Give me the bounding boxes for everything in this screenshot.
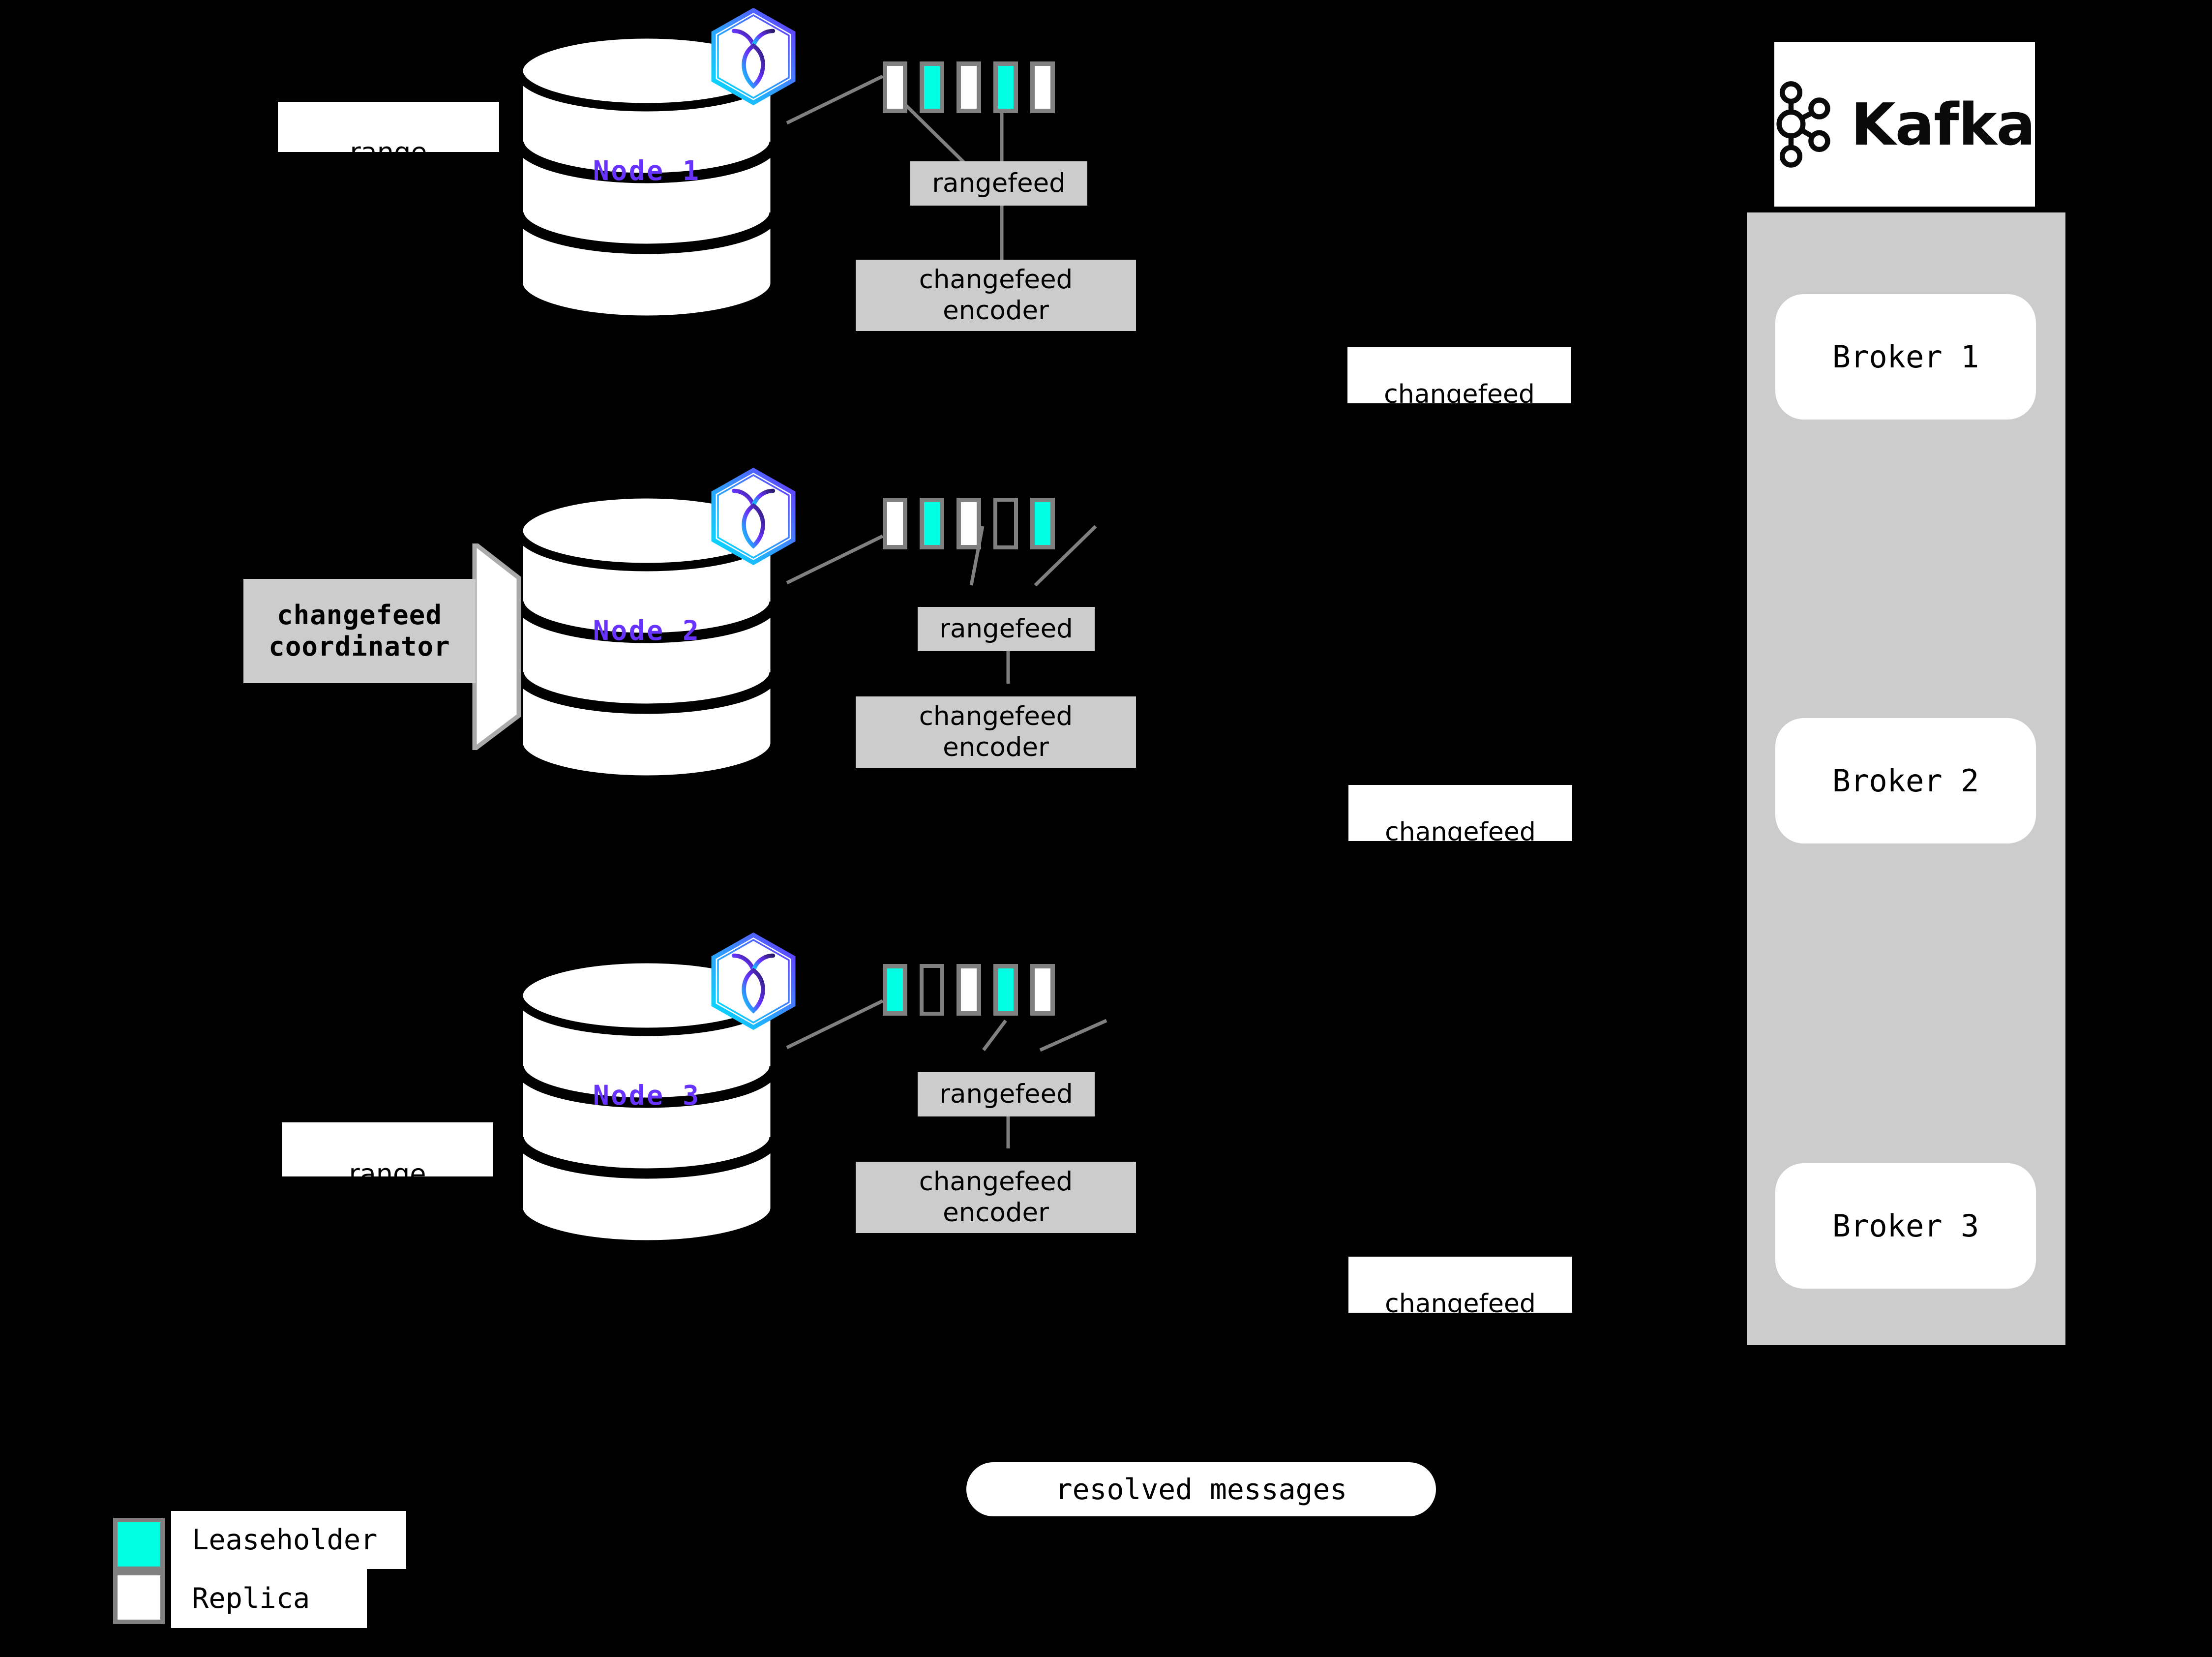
range-replica[interactable]	[883, 498, 907, 549]
node-1-changefeed-encoder-box[interactable]: changefeed encoder	[856, 260, 1136, 331]
node-1-cylinder: Node 1	[514, 30, 779, 325]
node-3-label: Node 3	[593, 1080, 701, 1111]
node-3-changefeed-encoder-box[interactable]: changefeed encoder	[856, 1162, 1136, 1233]
node-3-ranges	[883, 964, 1067, 1016]
node-1-range-checkpoints-label: range checkpoints	[278, 102, 499, 200]
legend-label-replica: Replica	[171, 1569, 367, 1628]
range-leaseholder[interactable]	[993, 61, 1018, 113]
node-1-rangefeed-box[interactable]: rangefeed	[910, 161, 1087, 206]
range-replica[interactable]	[883, 61, 907, 113]
cockroachdb-hexagon-icon	[708, 7, 799, 108]
legend-label-leaseholder: Leaseholder	[171, 1511, 406, 1569]
legend-swatch-replica	[113, 1571, 165, 1624]
range-replica[interactable]	[957, 61, 981, 113]
range-empty[interactable]	[993, 498, 1018, 549]
node-2-rangefeed-box[interactable]: rangefeed	[918, 607, 1095, 651]
node-2-cylinder: Node 2	[514, 489, 779, 784]
cockroachdb-hexagon-icon	[708, 932, 799, 1032]
range-replica[interactable]	[957, 964, 981, 1016]
legend-swatch-leaseholder	[113, 1518, 165, 1571]
broker-3[interactable]: Broker 3	[1775, 1163, 2036, 1289]
kafka-logo-icon	[1776, 81, 1830, 168]
node-1-label: Node 1	[593, 155, 701, 186]
broker-1[interactable]: Broker 1	[1775, 294, 2036, 420]
range-empty[interactable]	[920, 964, 944, 1016]
range-leaseholder[interactable]	[883, 964, 907, 1016]
range-leaseholder[interactable]	[993, 964, 1018, 1016]
range-replica[interactable]	[957, 498, 981, 549]
node-3-range-checkpoints-label: range checkpoints	[282, 1122, 493, 1222]
range-replica[interactable]	[1030, 61, 1055, 113]
resolved-messages-pill[interactable]: resolved messages	[966, 1462, 1436, 1516]
node-2-ranges	[883, 498, 1067, 549]
changefeed-messages-label-2: changefeed messages	[1348, 785, 1572, 878]
range-replica[interactable]	[1030, 964, 1055, 1016]
kafka-logo-card: Kafka	[1774, 42, 2035, 207]
range-leaseholder[interactable]	[1030, 498, 1055, 549]
broker-2[interactable]: Broker 2	[1775, 718, 2036, 844]
range-leaseholder[interactable]	[920, 61, 944, 113]
cockroachdb-hexagon-icon	[708, 467, 799, 568]
node-3-rangefeed-box[interactable]: rangefeed	[918, 1072, 1095, 1116]
changefeed-messages-label-3: changefeed messages	[1348, 1257, 1572, 1350]
node-2-changefeed-encoder-box[interactable]: changefeed encoder	[856, 696, 1136, 768]
kafka-wordmark: Kafka	[1851, 90, 2035, 158]
node-1-ranges	[883, 61, 1067, 113]
changefeed-messages-label-1: changefeed messages	[1347, 347, 1571, 441]
node-2-label: Node 2	[593, 615, 701, 646]
range-leaseholder[interactable]	[920, 498, 944, 549]
node-3-cylinder: Node 3	[514, 954, 779, 1249]
changefeed-coordinator-box[interactable]: changefeed coordinator	[243, 579, 476, 683]
